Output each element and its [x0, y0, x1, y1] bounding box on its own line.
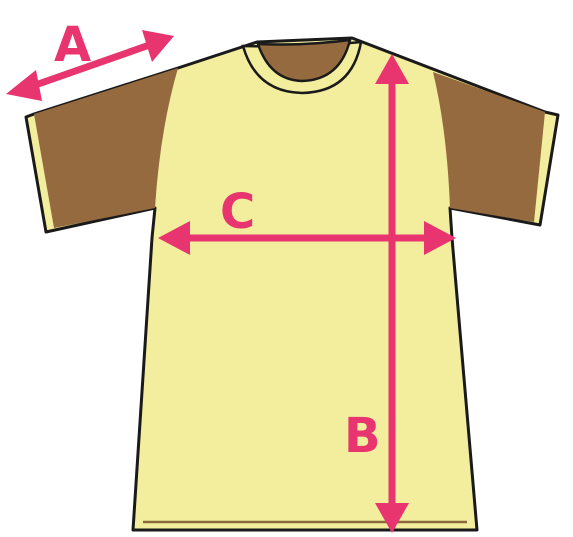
label-c: C [220, 184, 255, 240]
label-a: A [54, 17, 91, 73]
left-sleeve [34, 68, 178, 228]
arrow-b [375, 54, 409, 533]
collar-inner [256, 38, 352, 83]
label-b: B [344, 408, 381, 464]
right-sleeve [433, 72, 545, 222]
arrow-a [6, 30, 174, 101]
